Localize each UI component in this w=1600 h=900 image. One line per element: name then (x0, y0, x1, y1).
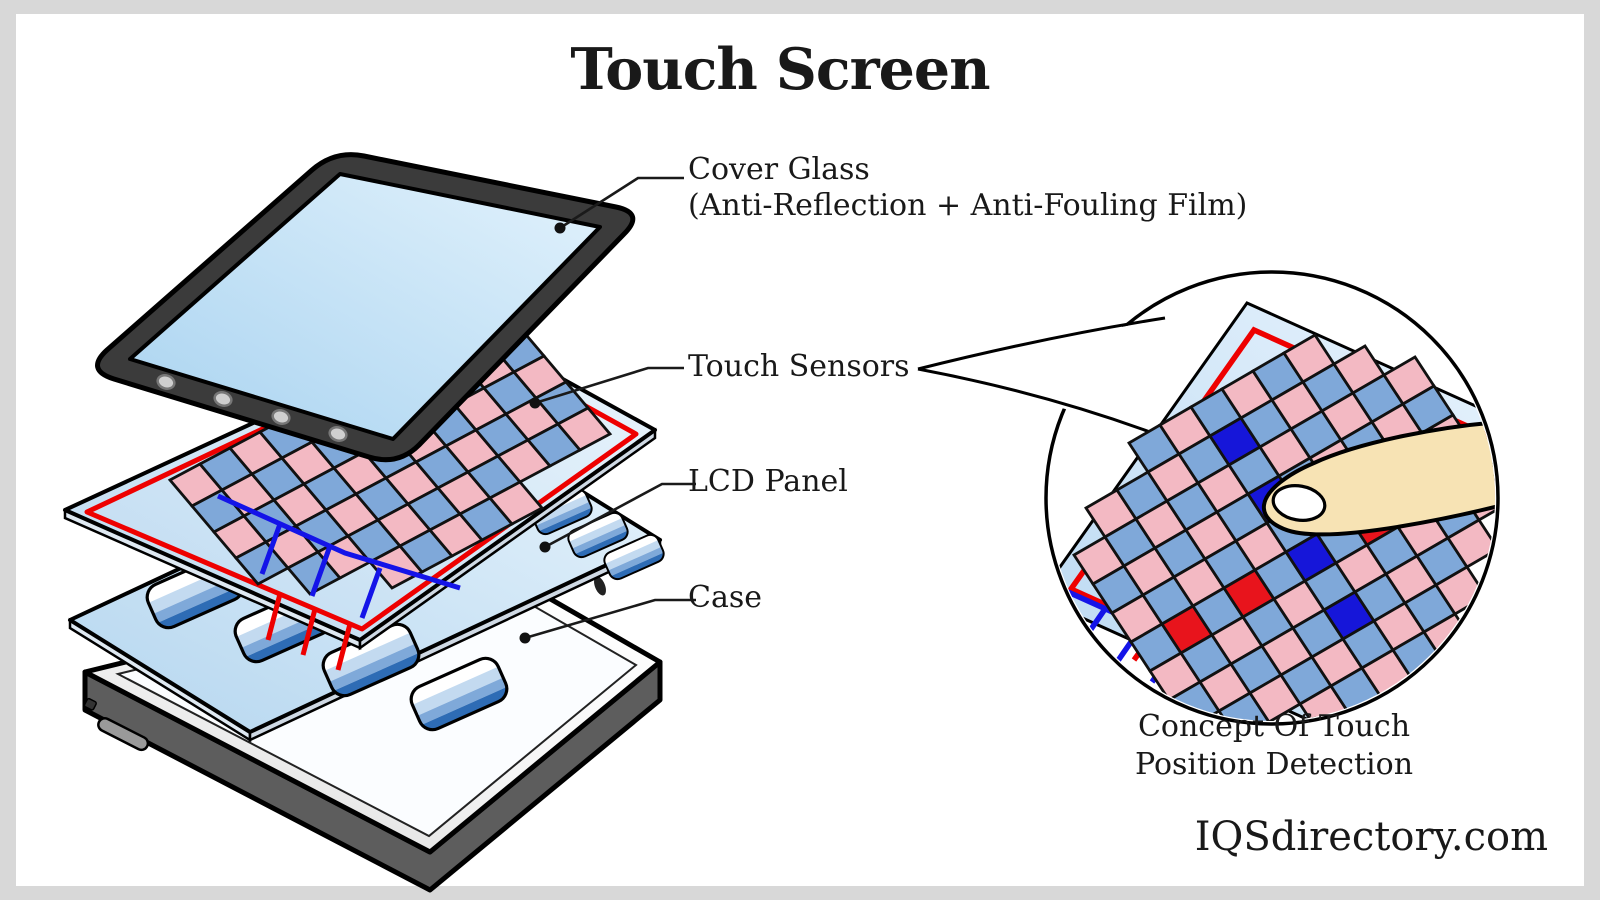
fingernail (1271, 484, 1327, 522)
callout-tail-fill (918, 318, 1165, 432)
case-side-button (97, 716, 150, 752)
label-lcd-panel: LCD Panel (688, 464, 848, 499)
watermark: IQSdirectory.com (1194, 814, 1548, 860)
inset-touch-detection (917, 270, 1500, 726)
case-port (83, 697, 97, 711)
leader-lines (524, 176, 696, 640)
leader-lcd-panel (544, 482, 696, 549)
leader-cover-glass (559, 176, 684, 230)
grid-cell (555, 406, 613, 452)
tablet-screen (128, 172, 602, 441)
sensor-blue-bus (216, 493, 461, 591)
inset-content (1049, 301, 1495, 721)
case-right-nub (594, 576, 606, 596)
sensor-red-ticks (265, 593, 353, 671)
label-case: Case (688, 580, 762, 615)
label-cover-glass-line2: (Anti-Reflection + Anti-Fouling Film) (688, 188, 1248, 223)
label-touch-sensors: Touch Sensors (688, 349, 910, 384)
leader-touch-sensors (534, 366, 684, 405)
sensor-blue-ticks (259, 523, 383, 619)
callout-tail-bottom (917, 367, 1151, 434)
callout-tail-top (917, 316, 1166, 371)
page-title: Touch Screen (570, 36, 990, 103)
leader-case (524, 598, 696, 640)
grid-cell (487, 480, 545, 526)
label-cover-glass: Cover Glass (Anti-Reflection + Anti-Foul… (688, 152, 1248, 224)
inset-caption: Concept Of Touch Position Detection (1090, 708, 1458, 784)
inset-caption-line2: Position Detection (1134, 747, 1414, 782)
inset-caption-line1: Concept Of Touch (1137, 709, 1411, 744)
leader-dots (519, 222, 566, 644)
finger-icon (1261, 418, 1495, 537)
tablet-cover-glass (95, 152, 636, 463)
bezel-screw-icons (156, 374, 348, 442)
label-cover-glass-line1: Cover Glass (688, 152, 870, 187)
grid-cell (1446, 518, 1495, 569)
